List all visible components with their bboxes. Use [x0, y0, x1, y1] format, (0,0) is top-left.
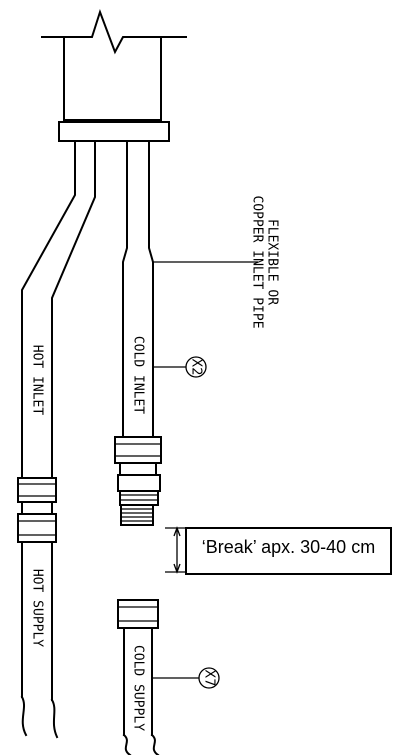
inlet-pipe-callout-line1: FLEXIBLE OR — [265, 219, 280, 305]
cold-inlet-label: COLD INLET — [131, 336, 146, 414]
qty-bubble-x7: X7 — [152, 667, 220, 689]
mounting-flange — [58, 121, 170, 142]
hot-inlet-pipe — [21, 140, 96, 479]
cold-supply-nut — [117, 599, 159, 629]
cold-inlet-pipe — [122, 140, 154, 438]
break-dimension — [165, 526, 188, 574]
hot-supply-pipe — [20, 541, 59, 739]
qty-x7-text: X7 — [202, 669, 217, 686]
cold-inlet-fitting — [114, 436, 162, 526]
break-note-text: ‘Break’ apx. 30-40 cm — [201, 537, 376, 557]
cold-supply-pipe — [122, 627, 160, 755]
qty-bubble-x2: X2 — [153, 356, 207, 378]
hot-inlet-label: HOT INLET — [30, 345, 45, 416]
break-note-box: ‘Break’ apx. 30-40 cm — [185, 527, 392, 575]
hot-coupling — [17, 477, 57, 543]
qty-x2-text: X2 — [189, 358, 204, 375]
hot-supply-label: HOT SUPPLY — [30, 569, 45, 647]
inlet-pipe-callout-line2: COPPER INLET PIPE — [250, 195, 265, 328]
cold-supply-label: COLD SUPPLY — [131, 645, 146, 731]
appliance-body — [41, 8, 187, 121]
